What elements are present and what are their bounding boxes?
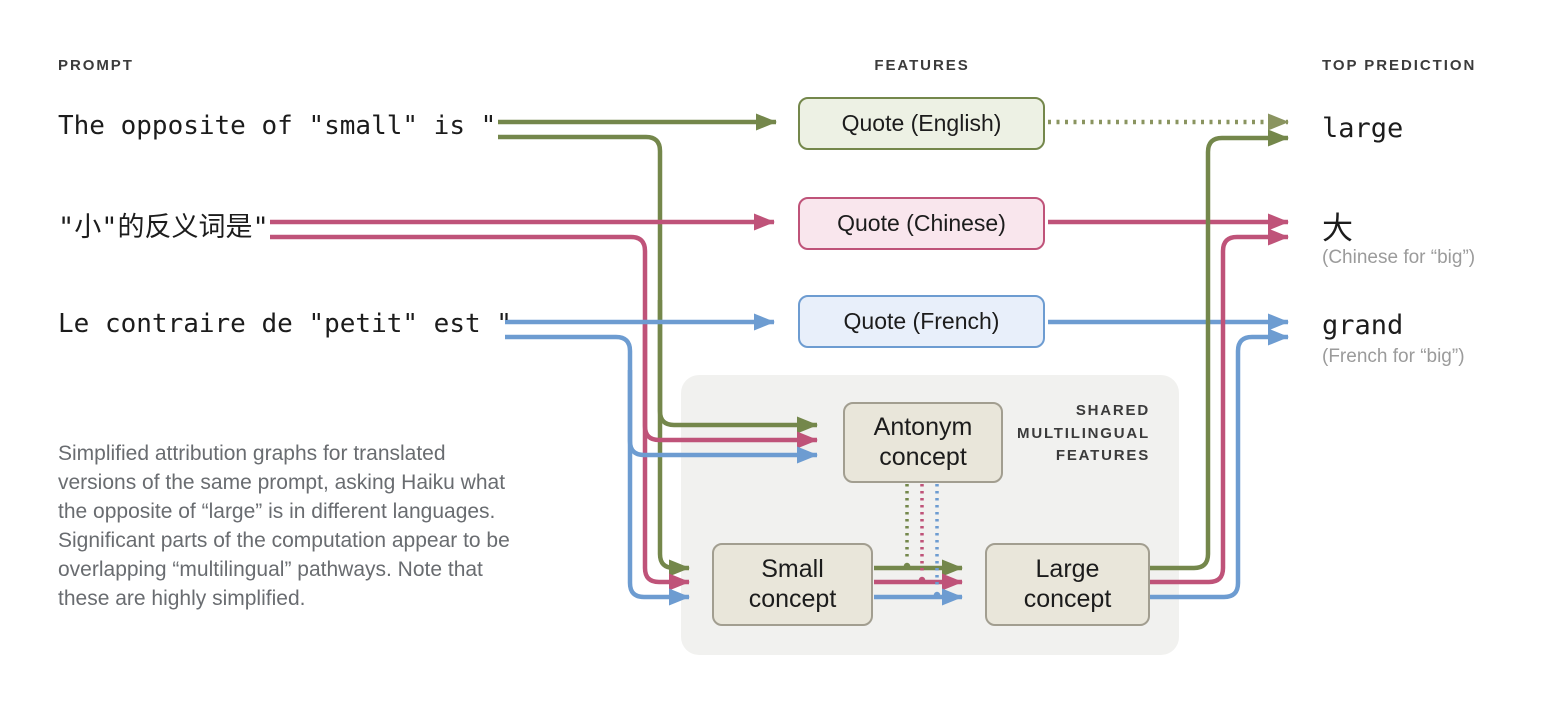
concept-box-small: Small concept bbox=[712, 543, 873, 626]
feature-label-quote-chinese: Quote (Chinese) bbox=[837, 210, 1006, 236]
column-header-prompt: PROMPT bbox=[58, 57, 134, 74]
concept-label-antonym: Antonym concept bbox=[873, 413, 973, 471]
concept-box-large: Large concept bbox=[985, 543, 1150, 626]
prompt-english: The opposite of "small" is " bbox=[58, 111, 497, 141]
arrow-large-to-prediction-english bbox=[1150, 129, 1289, 571]
feature-label-quote-french: Quote (French) bbox=[843, 308, 1000, 334]
arrow-english-prompt-to-antonym bbox=[498, 134, 818, 434]
arrow-english-prompt-to-small bbox=[657, 300, 690, 577]
concept-label-large: Large concept bbox=[1023, 555, 1112, 613]
feature-box-quote-english: Quote (English) bbox=[798, 97, 1045, 150]
prompt-french: Le contraire de "petit" est " bbox=[58, 309, 512, 339]
prediction-chinese-caption: (Chinese for “big”) bbox=[1322, 247, 1476, 268]
arrow-chinese-prompt-to-small bbox=[642, 320, 690, 591]
feature-box-quote-french: Quote (French) bbox=[798, 295, 1045, 348]
feature-box-quote-chinese: Quote (Chinese) bbox=[798, 197, 1045, 250]
concept-box-antonym: Antonym concept bbox=[843, 402, 1003, 483]
shared-features-label: SHARED MULTILINGUAL FEATURES bbox=[1017, 402, 1150, 464]
arrow-french-prompt-to-small bbox=[627, 370, 690, 606]
column-header-top-prediction: TOP PREDICTION bbox=[1322, 57, 1477, 74]
prompt-chinese: "小"的反义词是" bbox=[58, 212, 269, 243]
column-header-features: FEATURES bbox=[874, 57, 970, 74]
prediction-french: grand bbox=[1322, 310, 1404, 341]
dotted-antonym-gating-lines bbox=[903, 484, 941, 599]
prediction-french-caption: (French for “big”) bbox=[1322, 346, 1465, 367]
prediction-chinese: 大 bbox=[1322, 211, 1353, 247]
concept-label-small: Small concept bbox=[748, 555, 837, 613]
arrow-large-to-prediction-chinese bbox=[1150, 228, 1289, 585]
feature-label-quote-english: Quote (English) bbox=[841, 110, 1002, 136]
figure-caption: Simplified attribution graphs for transl… bbox=[58, 442, 510, 610]
arrow-large-to-prediction-french bbox=[1150, 328, 1289, 600]
prediction-english: large bbox=[1322, 113, 1404, 144]
